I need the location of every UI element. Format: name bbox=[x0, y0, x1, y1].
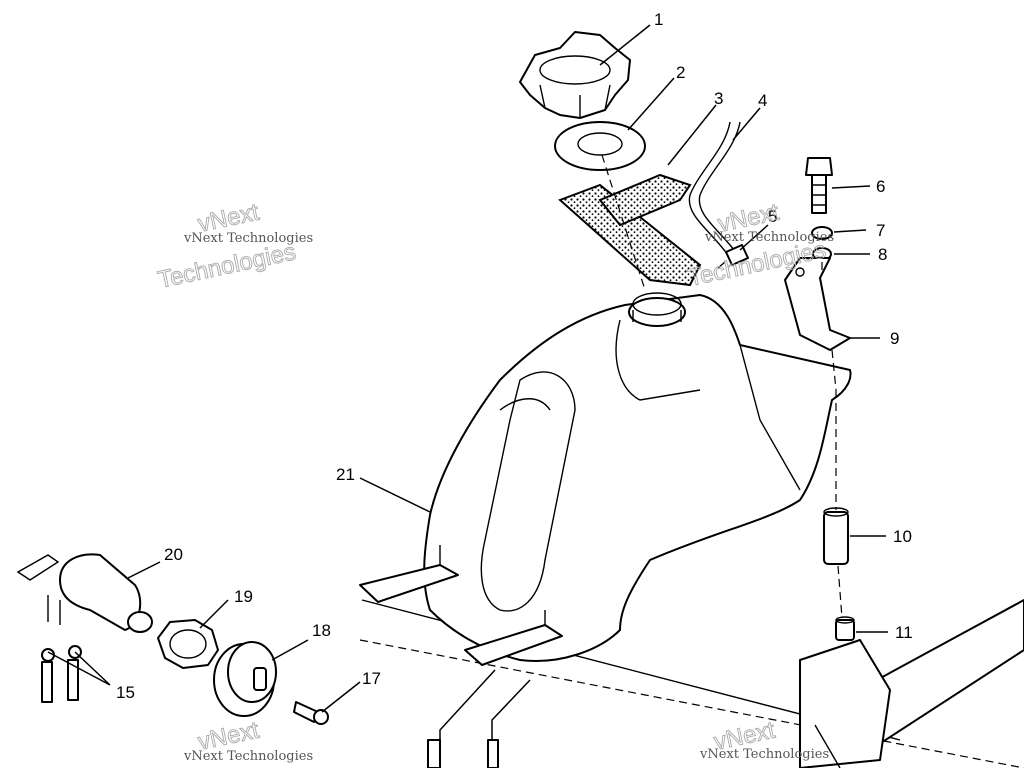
hose-clamps bbox=[41, 645, 82, 703]
mount-bracket bbox=[784, 257, 851, 351]
watermark-top-left: vNext Technologies vNext Technologies bbox=[155, 198, 313, 294]
vent-hose bbox=[688, 121, 741, 256]
callout-3: 3 bbox=[714, 89, 723, 108]
callout-20: 20 bbox=[164, 545, 183, 564]
mount-bolt bbox=[805, 157, 833, 214]
svg-text:Technologies: Technologies bbox=[156, 238, 299, 294]
callout-2: 2 bbox=[676, 63, 685, 82]
callout-11: 11 bbox=[895, 623, 913, 642]
callout-1: 1 bbox=[654, 10, 663, 29]
svg-text:vNext Technologies: vNext Technologies bbox=[704, 230, 834, 245]
svg-text:vNext Technologies: vNext Technologies bbox=[183, 231, 313, 246]
vent-check-valve bbox=[717, 244, 749, 269]
callout-6: 6 bbox=[876, 177, 885, 196]
svg-text:vNext Technologies: vNext Technologies bbox=[699, 747, 829, 762]
valve-knob bbox=[213, 641, 277, 717]
valve-jam-nut bbox=[157, 619, 219, 669]
cap-gasket bbox=[554, 121, 646, 171]
callout-21: 21 bbox=[336, 465, 355, 484]
callout-4: 4 bbox=[758, 91, 767, 110]
grommet bbox=[835, 616, 855, 641]
svg-text:vNext Technologies: vNext Technologies bbox=[183, 749, 313, 764]
callout-17: 17 bbox=[362, 669, 381, 688]
callout-15: 15 bbox=[116, 683, 135, 702]
valve-screw bbox=[293, 701, 329, 725]
mount-washer bbox=[811, 226, 833, 240]
fuel-tank bbox=[359, 292, 852, 666]
fuel-cap bbox=[519, 31, 631, 119]
callout-10: 10 bbox=[893, 527, 912, 546]
watermark-bottom-left: vNext Technologies vNext bbox=[183, 716, 313, 764]
fuel-valve bbox=[16, 553, 153, 633]
grommet-sleeve bbox=[823, 507, 849, 565]
watermark-bottom-right: vNext Technologies vNext bbox=[699, 716, 829, 762]
callout-8: 8 bbox=[878, 245, 887, 264]
foam-pad bbox=[558, 173, 702, 287]
callout-5: 5 bbox=[768, 207, 777, 226]
callout-19: 19 bbox=[234, 587, 253, 606]
callout-18: 18 bbox=[312, 621, 331, 640]
callout-7: 7 bbox=[876, 221, 885, 240]
frame-studs bbox=[427, 739, 499, 768]
callout-9: 9 bbox=[890, 329, 899, 348]
leader-lines bbox=[47, 24, 888, 740]
frame-rail bbox=[359, 599, 1024, 768]
